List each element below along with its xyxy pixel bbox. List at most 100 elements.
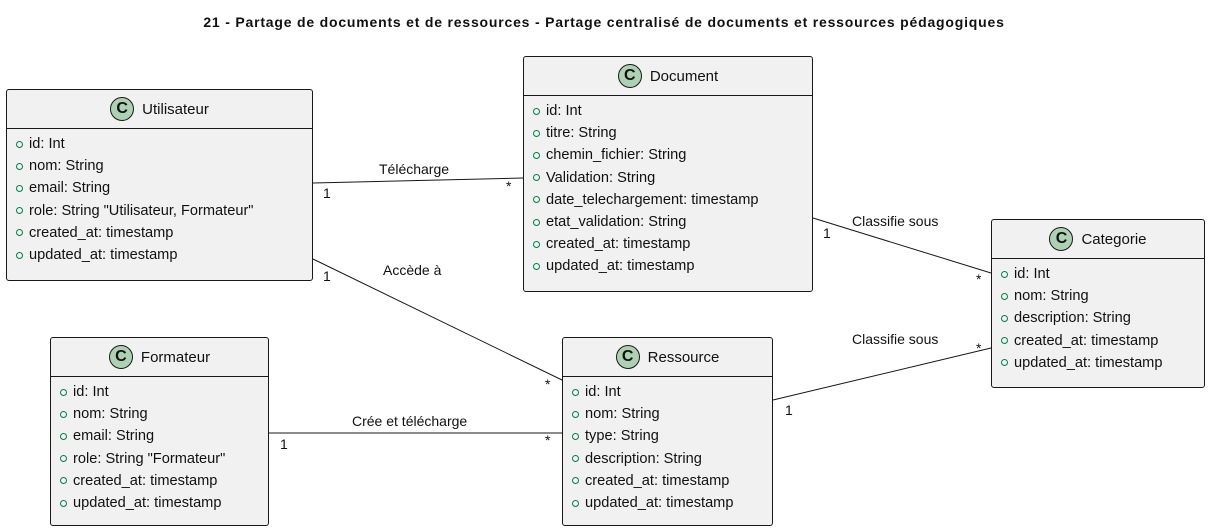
public-visibility-icon	[533, 107, 540, 115]
attribute-text: description: String	[1014, 310, 1131, 327]
class-icon: C	[110, 97, 135, 121]
public-visibility-icon	[572, 499, 579, 507]
public-visibility-icon	[533, 218, 540, 226]
attribute-row: etat_validation: String	[533, 211, 812, 233]
public-visibility-icon	[60, 499, 67, 507]
attribute-text: nom: String	[585, 406, 660, 423]
attribute-text: updated_at: timestamp	[1014, 354, 1163, 371]
attribute-row: updated_at: timestamp	[533, 255, 812, 277]
attribute-row: id: Int	[533, 100, 812, 122]
public-visibility-icon	[16, 184, 23, 192]
attribute-row: Validation: String	[533, 167, 812, 189]
attribute-text: id: Int	[585, 384, 621, 401]
class-header: C Ressource	[563, 338, 772, 377]
attribute-list: id: Int nom: String description: String cre…	[992, 259, 1204, 374]
attribute-row: updated_at: timestamp	[60, 492, 268, 514]
class-name: Formateur	[140, 348, 211, 366]
edge-label-classifie-ressource: Classifie sous	[852, 331, 939, 347]
attribute-text: date_telechargement: timestamp	[546, 191, 759, 208]
attribute-row: role: String "Utilisateur, Formateur"	[16, 200, 312, 222]
attribute-text: updated_at: timestamp	[546, 258, 695, 275]
attribute-row: role: String "Formateur"	[60, 448, 268, 470]
attribute-text: created_at: timestamp	[29, 224, 174, 241]
mult-classifie-document-from: 1	[823, 225, 831, 241]
attribute-text: type: String	[585, 428, 659, 445]
class-header: C Document	[524, 57, 812, 96]
public-visibility-icon	[572, 388, 579, 396]
class-icon: C	[617, 64, 642, 88]
attribute-text: id: Int	[29, 136, 65, 153]
attribute-row: date_telechargement: timestamp	[533, 189, 812, 211]
public-visibility-icon	[533, 151, 540, 159]
attribute-text: role: String "Formateur"	[73, 450, 226, 467]
edge-label-accede: Accède à	[383, 262, 442, 278]
attribute-text: titre: String	[546, 125, 617, 142]
mult-classifie-ressource-to: *	[976, 340, 982, 356]
edge-label-cree: Crée et télécharge	[352, 413, 468, 429]
attribute-text: created_at: timestamp	[73, 472, 218, 489]
attribute-text: created_at: timestamp	[585, 472, 730, 489]
diagram-title: 21 - Partage de documents et de ressourc…	[203, 14, 1005, 30]
public-visibility-icon	[533, 174, 540, 182]
public-visibility-icon	[572, 455, 579, 463]
attribute-text: email: String	[29, 180, 111, 197]
attribute-row: id: Int	[60, 381, 268, 403]
attribute-row: nom: String	[16, 155, 312, 177]
attribute-list: id: Int nom: String email: String role: Str…	[7, 129, 312, 266]
attribute-text: id: Int	[1014, 266, 1050, 283]
attribute-row: created_at: timestamp	[60, 470, 268, 492]
attribute-row: created_at: timestamp	[533, 233, 812, 255]
attribute-text: etat_validation: String	[546, 214, 687, 231]
class-categorie: C Categorie id: Int nom: String descriptio…	[991, 219, 1205, 388]
attribute-row: nom: String	[1001, 285, 1204, 307]
mult-telecharge-to: *	[506, 178, 512, 194]
attribute-text: updated_at: timestamp	[73, 495, 222, 512]
public-visibility-icon	[1001, 337, 1008, 345]
public-visibility-icon	[533, 240, 540, 248]
attribute-text: nom: String	[29, 158, 104, 175]
public-visibility-icon	[1001, 270, 1008, 278]
public-visibility-icon	[60, 432, 67, 440]
attribute-text: created_at: timestamp	[1014, 332, 1159, 349]
attribute-text: Validation: String	[546, 169, 656, 186]
attribute-row: description: String	[1001, 307, 1204, 329]
attribute-row: created_at: timestamp	[16, 222, 312, 244]
attribute-text: role: String "Utilisateur, Formateur"	[29, 202, 254, 219]
edge-telecharge	[312, 177, 524, 184]
attribute-row: created_at: timestamp	[1001, 330, 1204, 352]
class-ressource: C Ressource id: Int nom: String type: Stri…	[562, 337, 773, 526]
public-visibility-icon	[533, 196, 540, 204]
edge-classifie-document	[812, 217, 992, 274]
attribute-text: id: Int	[546, 103, 582, 120]
attribute-row: created_at: timestamp	[572, 470, 772, 492]
edge-label-classifie-document: Classifie sous	[852, 213, 939, 229]
attribute-text: nom: String	[1014, 288, 1089, 305]
mult-cree-from: 1	[280, 436, 288, 452]
class-header: C Formateur	[51, 338, 268, 377]
attribute-text: chemin_fichier: String	[546, 147, 687, 164]
public-visibility-icon	[60, 455, 67, 463]
public-visibility-icon	[572, 432, 579, 440]
public-visibility-icon	[16, 251, 23, 259]
attribute-text: email: String	[73, 428, 155, 445]
attribute-row: id: Int	[572, 381, 772, 403]
mult-cree-to: *	[545, 432, 551, 448]
attribute-row: nom: String	[572, 403, 772, 425]
attribute-row: titre: String	[533, 122, 812, 144]
edge-label-telecharge: Télécharge	[379, 161, 450, 177]
public-visibility-icon	[60, 388, 67, 396]
class-icon: C	[108, 345, 133, 369]
class-document: C Document id: Int titre: String chemin_fi…	[523, 56, 813, 292]
public-visibility-icon	[60, 477, 67, 485]
class-name: Document	[649, 67, 719, 85]
class-header: C Utilisateur	[7, 90, 312, 129]
public-visibility-icon	[572, 410, 579, 418]
attribute-row: type: String	[572, 425, 772, 447]
class-name: Categorie	[1081, 230, 1147, 248]
class-icon: C	[1049, 227, 1074, 251]
public-visibility-icon	[1001, 359, 1008, 367]
